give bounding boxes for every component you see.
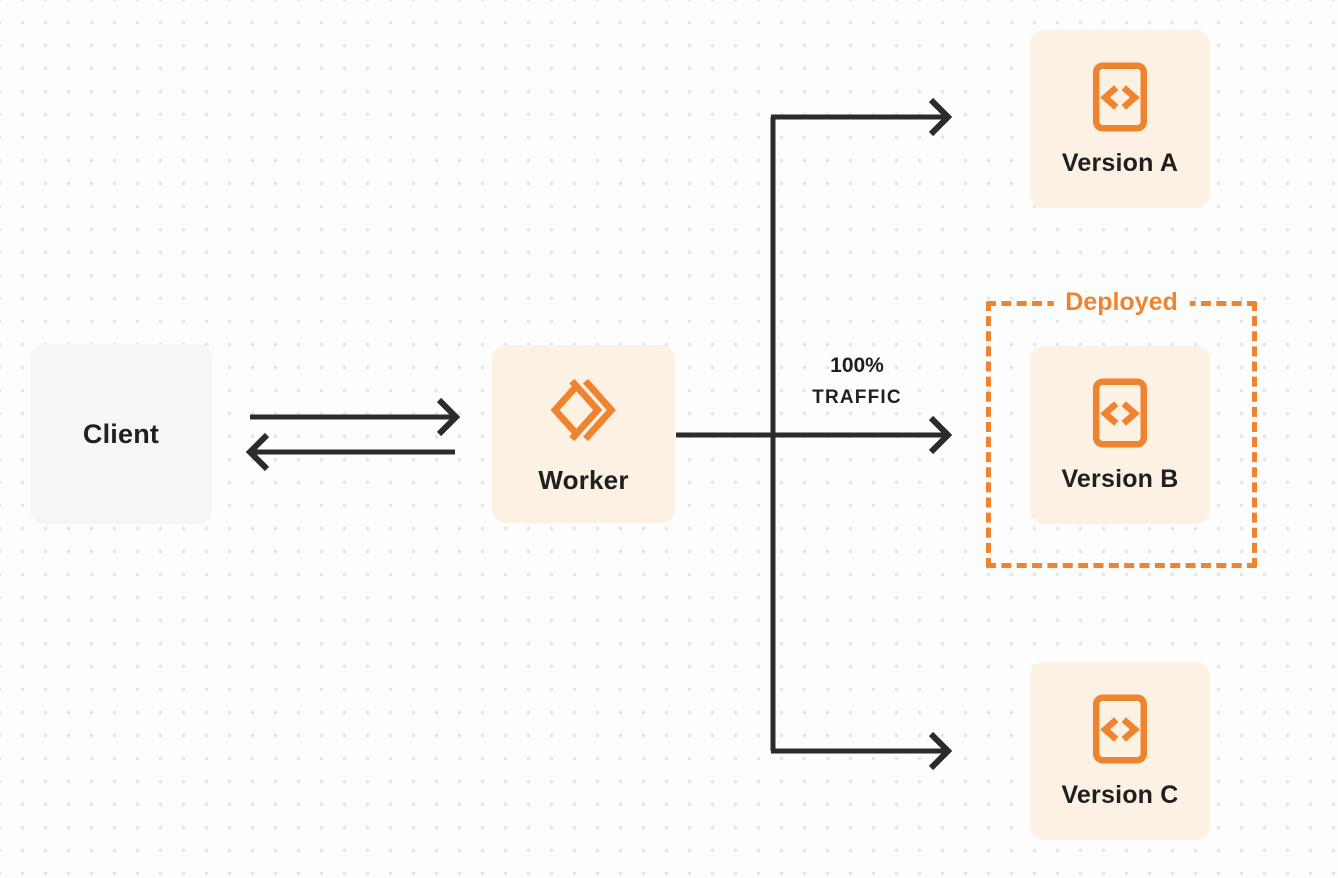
client-node: Client (30, 344, 212, 524)
response-arrow (245, 432, 455, 472)
traffic-annotation: 100% TRAFFIC (787, 350, 927, 412)
traffic-percent-text: 100% (830, 354, 884, 377)
branch-arrow-to-version-a (771, 97, 953, 137)
version-a-label: Version A (1061, 148, 1179, 177)
deployed-frame: Deployed (986, 288, 1257, 568)
client-label: Client (82, 418, 160, 449)
worker-label: Worker (538, 465, 629, 495)
traffic-word-text: TRAFFIC (812, 386, 902, 408)
version-c-node: Version C (1030, 662, 1210, 840)
code-page-icon (1092, 693, 1148, 765)
version-c-label: Version C (1061, 780, 1179, 809)
code-page-icon (1092, 377, 1148, 449)
version-a-node: Version A (1030, 30, 1210, 208)
workers-chevrons-icon (546, 372, 622, 448)
deployed-label: Deployed (1053, 288, 1190, 317)
branch-arrow-to-version-c (771, 731, 953, 771)
request-arrow (250, 397, 461, 437)
version-b-label: Version B (1061, 464, 1179, 493)
code-page-icon (1092, 61, 1148, 133)
version-b-node: Version B (1030, 346, 1210, 524)
worker-node: Worker (492, 345, 675, 523)
traffic-arrow-to-version-b (676, 415, 953, 455)
